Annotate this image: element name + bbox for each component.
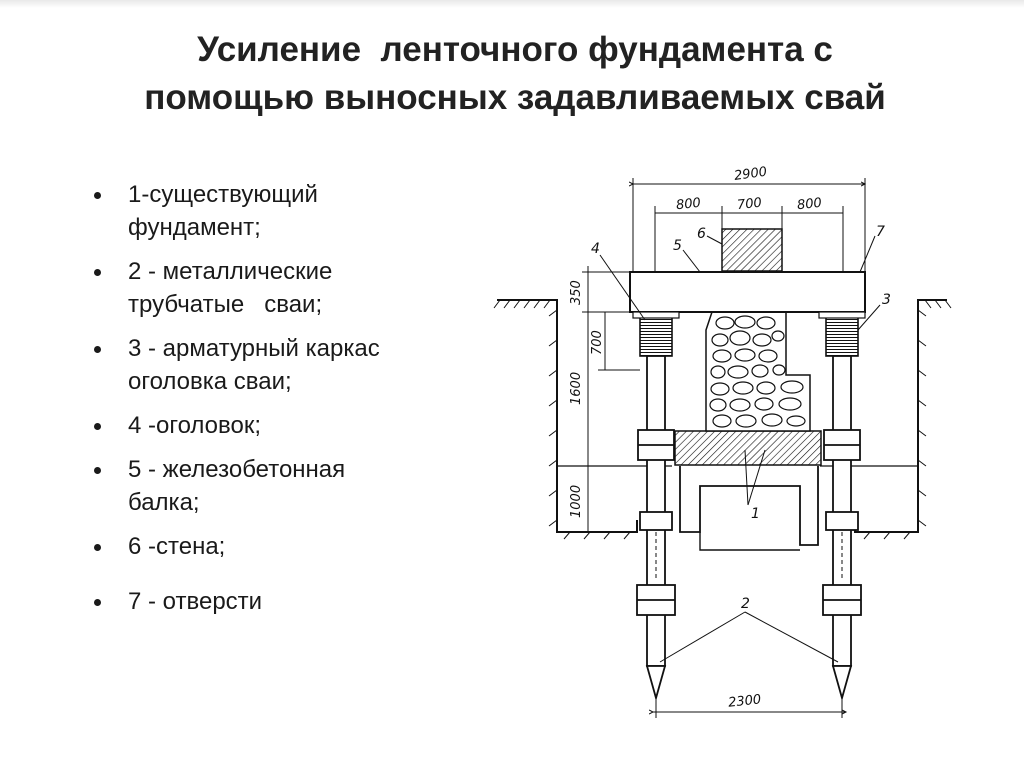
pile-head-left [632, 311, 680, 357]
callout-beam: 5 [673, 238, 682, 254]
legend-item-7: 7 - отверсти [92, 585, 422, 618]
dim-right-span: 800 [796, 196, 822, 214]
pile-right [822, 355, 862, 702]
legend-item-4-text: 4 -оголовок; [128, 412, 262, 439]
pile-head-right [818, 311, 866, 357]
bullet-icon [94, 599, 101, 606]
drawing-labels: 2900 800 700 800 350 700 1600 1000 2300 … [569, 165, 891, 711]
legend-item-3-text: 3 - арматурный каркас оголовка сваи; [128, 335, 394, 395]
legend-item-5: 5 - железобетонная балка; [92, 453, 422, 519]
callout-opening: 7 [876, 224, 885, 240]
title-line-1: Усиление ленточного фундамента с [197, 30, 833, 69]
callout-piles: 2 [741, 596, 750, 612]
title-line-2: помощью выносных задавливаемых свай [144, 78, 886, 117]
existing-foundation [674, 430, 822, 551]
callout-pile-cage: 3 [882, 292, 891, 308]
wall-block [721, 228, 783, 272]
bullet-icon [94, 544, 101, 551]
dim-left-span: 800 [675, 196, 701, 214]
slide-top-shadow [0, 0, 1024, 8]
rubble-wall [705, 311, 811, 432]
legend-item-3: 3 - арматурный каркас оголовка сваи; [92, 332, 422, 398]
dim-depth-upper: 1600 [569, 372, 584, 405]
callout-pile-head: 4 [591, 241, 600, 257]
legend-item-6: 6 -стена; [92, 530, 422, 563]
slide-title: Усиление ленточного фундамента с помощью… [40, 26, 990, 122]
dim-total-top: 2900 [733, 165, 768, 184]
legend-item-5-text: 5 - железобетонная балка; [128, 456, 352, 516]
rc-beam [629, 271, 866, 313]
bullet-icon [94, 269, 101, 276]
callout-existing-foundation: 1 [751, 506, 760, 522]
callout-wall: 6 [697, 226, 706, 242]
legend-item-2-text: 2 - металлические трубчатые сваи; [128, 258, 339, 318]
legend-item-4: 4 -оголовок; [92, 409, 422, 442]
dim-head-height: 700 [590, 330, 605, 355]
bullet-icon [94, 467, 101, 474]
legend-item-2: 2 - металлические трубчатые сваи; [92, 255, 422, 321]
legend-item-1-text: 1-существующий фундамент; [128, 181, 325, 241]
legend-item-7-text: 7 - отверсти [128, 588, 263, 615]
bullet-icon [94, 423, 101, 430]
legend-item-6-text: 6 -стена; [128, 533, 226, 560]
bullet-icon [94, 192, 101, 199]
pile-left [636, 355, 676, 702]
dim-pile-spacing: 2300 [727, 692, 761, 710]
leader-lines [599, 235, 881, 663]
dim-beam-height: 350 [569, 280, 584, 305]
legend-list: 1-существующий фундамент; 2 - металличес… [92, 178, 422, 629]
dimension-lines [557, 178, 865, 718]
dim-depth-lower: 1000 [569, 485, 584, 518]
dim-mid-span: 700 [736, 196, 762, 214]
bullet-icon [94, 346, 101, 353]
legend-item-1: 1-существующий фундамент; [92, 178, 422, 244]
